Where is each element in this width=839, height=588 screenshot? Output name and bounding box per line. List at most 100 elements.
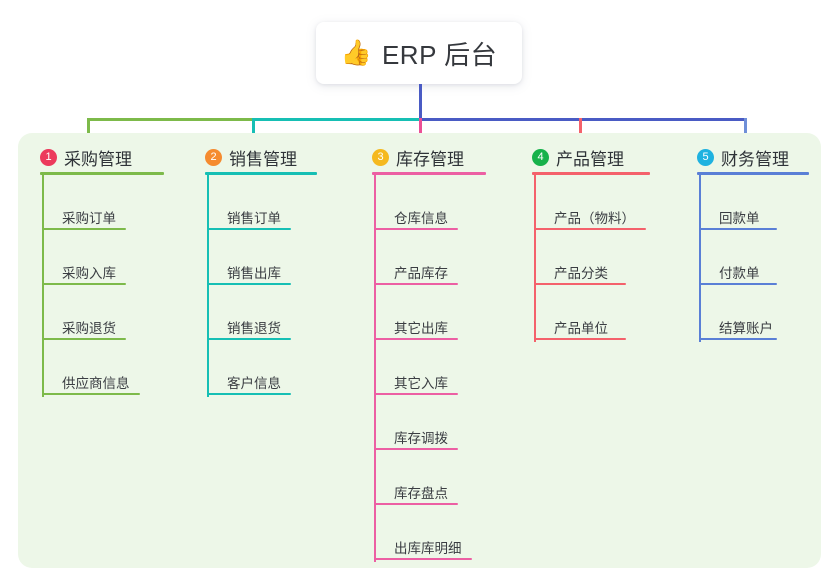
- branch-item-label: 销售出库: [227, 266, 281, 281]
- branch-spine: [534, 175, 536, 342]
- branch-stem-2: [252, 118, 255, 145]
- branch-item-label: 销售退货: [227, 321, 281, 336]
- bus-blue: [420, 118, 747, 121]
- branch-header-rule: [532, 172, 650, 175]
- branch-item-label: 付款单: [719, 266, 760, 281]
- branch-item-rule: [374, 448, 458, 450]
- branch-header-2[interactable]: 2 销售管理: [205, 145, 297, 170]
- branch-item-rule: [42, 228, 126, 230]
- bus-green: [87, 118, 254, 121]
- branch-title: 销售管理: [229, 150, 297, 169]
- branch-item-rule: [42, 393, 140, 395]
- branch-number-badge: 2: [205, 149, 222, 166]
- branch-item-label: 仓库信息: [394, 211, 448, 226]
- branch-number-badge: 1: [40, 149, 57, 166]
- branch-item-label: 采购订单: [62, 211, 116, 226]
- thumbs-up-icon: 👍: [340, 38, 372, 67]
- branch-item[interactable]: 采购退货: [40, 317, 134, 341]
- branch-item[interactable]: 其它出库: [372, 317, 466, 341]
- branch-spine: [374, 175, 376, 562]
- root-stem: [419, 84, 422, 121]
- branch-header-rule: [697, 172, 809, 175]
- branch-item-label: 出库库明细: [394, 541, 462, 556]
- branch-item-label: 其它入库: [394, 376, 448, 391]
- branch-item[interactable]: 采购入库: [40, 262, 134, 286]
- branch-item[interactable]: 库存盘点: [372, 482, 466, 506]
- branch-header-1[interactable]: 1 采购管理: [40, 145, 132, 170]
- branch-stem-3: [419, 118, 422, 145]
- branch-item-label: 回款单: [719, 211, 760, 226]
- branch-item-label: 库存盘点: [394, 486, 448, 501]
- branch-item-rule: [374, 338, 458, 340]
- branch-item-label: 采购入库: [62, 266, 116, 281]
- branch-item[interactable]: 出库库明细: [372, 537, 480, 561]
- branch-number-badge: 4: [532, 149, 549, 166]
- branch-item-rule: [374, 283, 458, 285]
- branch-item-label: 结算账户: [719, 321, 773, 336]
- branch-item-label: 产品（物料）: [554, 211, 635, 226]
- branch-item-label: 其它出库: [394, 321, 448, 336]
- branch-item[interactable]: 产品库存: [372, 262, 466, 286]
- branch-header-rule: [40, 172, 164, 175]
- branch-item[interactable]: 供应商信息: [40, 372, 148, 396]
- branch-header-4[interactable]: 4 产品管理: [532, 145, 624, 170]
- diagram-panel: [18, 133, 821, 568]
- branch-item[interactable]: 销售出库: [205, 262, 299, 286]
- branch-item-rule: [42, 338, 126, 340]
- branch-stem-4: [579, 118, 582, 145]
- branch-item[interactable]: 付款单: [697, 262, 785, 286]
- branch-item-rule: [699, 283, 777, 285]
- branch-item-label: 销售订单: [227, 211, 281, 226]
- branch-stem-5: [744, 118, 747, 145]
- branch-header-5[interactable]: 5 财务管理: [697, 145, 789, 170]
- branch-spine: [42, 175, 44, 397]
- branch-stem-1: [87, 118, 90, 145]
- branch-item[interactable]: 仓库信息: [372, 207, 466, 231]
- branch-item[interactable]: 销售退货: [205, 317, 299, 341]
- branch-item-label: 产品库存: [394, 266, 448, 281]
- branch-item[interactable]: 销售订单: [205, 207, 299, 231]
- branch-item-rule: [374, 503, 458, 505]
- branch-item-rule: [534, 283, 626, 285]
- branch-item-label: 供应商信息: [62, 376, 130, 391]
- branch-title: 产品管理: [556, 150, 624, 169]
- branch-item-rule: [207, 338, 291, 340]
- branch-item-rule: [42, 283, 126, 285]
- branch-spine: [207, 175, 209, 397]
- branch-item-label: 库存调拨: [394, 431, 448, 446]
- branch-item-rule: [207, 283, 291, 285]
- branch-number-badge: 5: [697, 149, 714, 166]
- branch-spine: [699, 175, 701, 342]
- branch-title: 采购管理: [64, 150, 132, 169]
- branch-title: 财务管理: [721, 150, 789, 169]
- branch-item-label: 采购退货: [62, 321, 116, 336]
- root-node-card[interactable]: 👍 ERP 后台: [316, 22, 522, 84]
- branch-item[interactable]: 结算账户: [697, 317, 785, 341]
- root-title: ERP 后台: [381, 39, 498, 70]
- branch-item-rule: [534, 228, 646, 230]
- branch-item[interactable]: 采购订单: [40, 207, 134, 231]
- branch-item-rule: [207, 228, 291, 230]
- branch-header-rule: [372, 172, 486, 175]
- branch-item[interactable]: 产品（物料）: [532, 207, 654, 231]
- branch-item[interactable]: 产品分类: [532, 262, 634, 286]
- branch-item[interactable]: 库存调拨: [372, 427, 466, 451]
- branch-header-rule: [205, 172, 317, 175]
- branch-item[interactable]: 其它入库: [372, 372, 466, 396]
- branch-item-rule: [374, 558, 472, 560]
- branch-item-label: 客户信息: [227, 376, 281, 391]
- bus-teal: [253, 118, 421, 121]
- branch-number-badge: 3: [372, 149, 389, 166]
- branch-item[interactable]: 回款单: [697, 207, 785, 231]
- branch-item-rule: [534, 338, 626, 340]
- branch-item-rule: [374, 228, 458, 230]
- branch-item-label: 产品分类: [554, 266, 608, 281]
- branch-item-rule: [699, 228, 777, 230]
- branch-item-label: 产品单位: [554, 321, 608, 336]
- branch-item-rule: [207, 393, 291, 395]
- branch-item-rule: [699, 338, 777, 340]
- branch-item-rule: [374, 393, 458, 395]
- branch-item[interactable]: 产品单位: [532, 317, 634, 341]
- branch-item[interactable]: 客户信息: [205, 372, 299, 396]
